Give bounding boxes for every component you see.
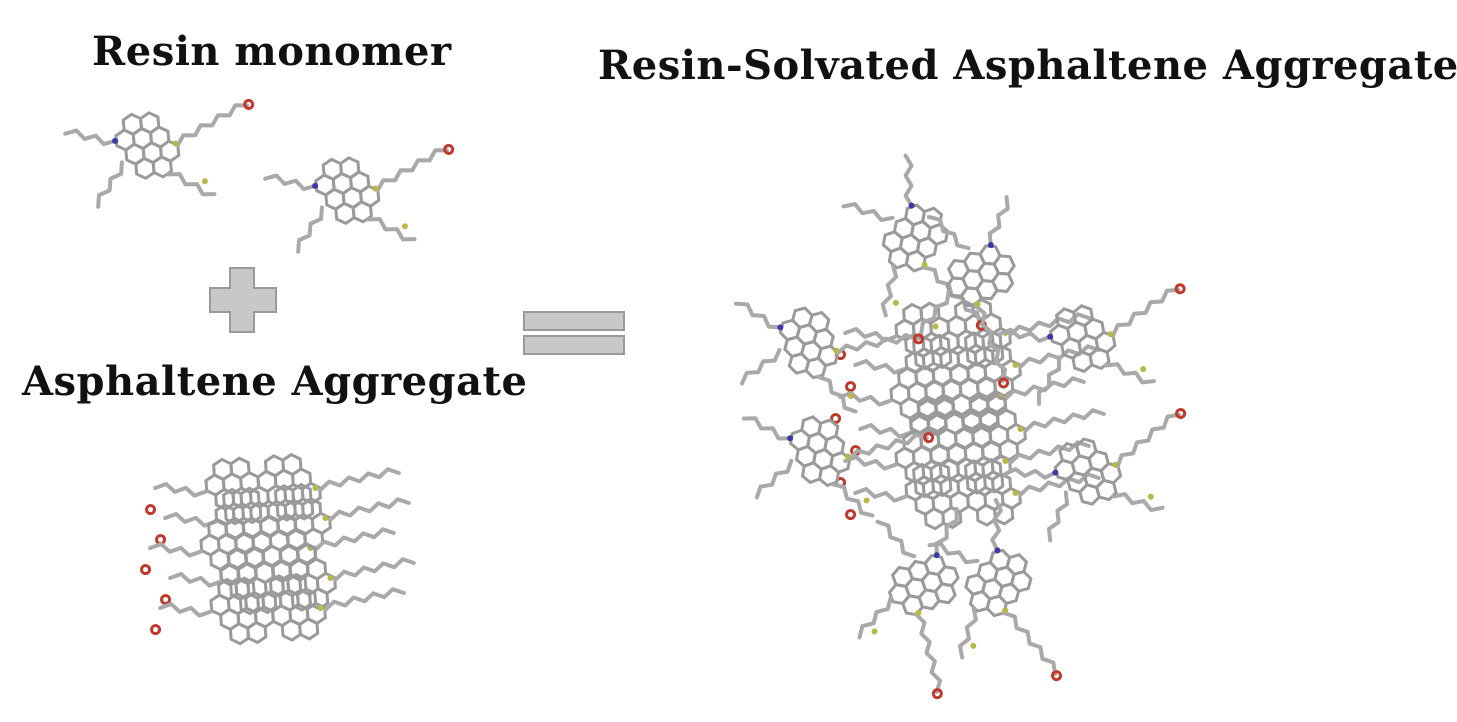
asphaltene-aggregate-stack xyxy=(138,447,416,650)
asphaltene-aggregate-label: Asphaltene Aggregate xyxy=(22,358,528,405)
resin-monomer-1 xyxy=(64,99,262,212)
resin-monomer-2 xyxy=(264,144,462,257)
equals-icon xyxy=(523,311,625,355)
resin-solvated-aggregate xyxy=(716,149,1210,704)
plus-icon xyxy=(209,267,277,333)
resin-solvated-aggregate-label: Resin-Solvated Asphaltene Aggregate xyxy=(598,42,1457,89)
resin-monomer-label: Resin monomer xyxy=(92,28,452,75)
